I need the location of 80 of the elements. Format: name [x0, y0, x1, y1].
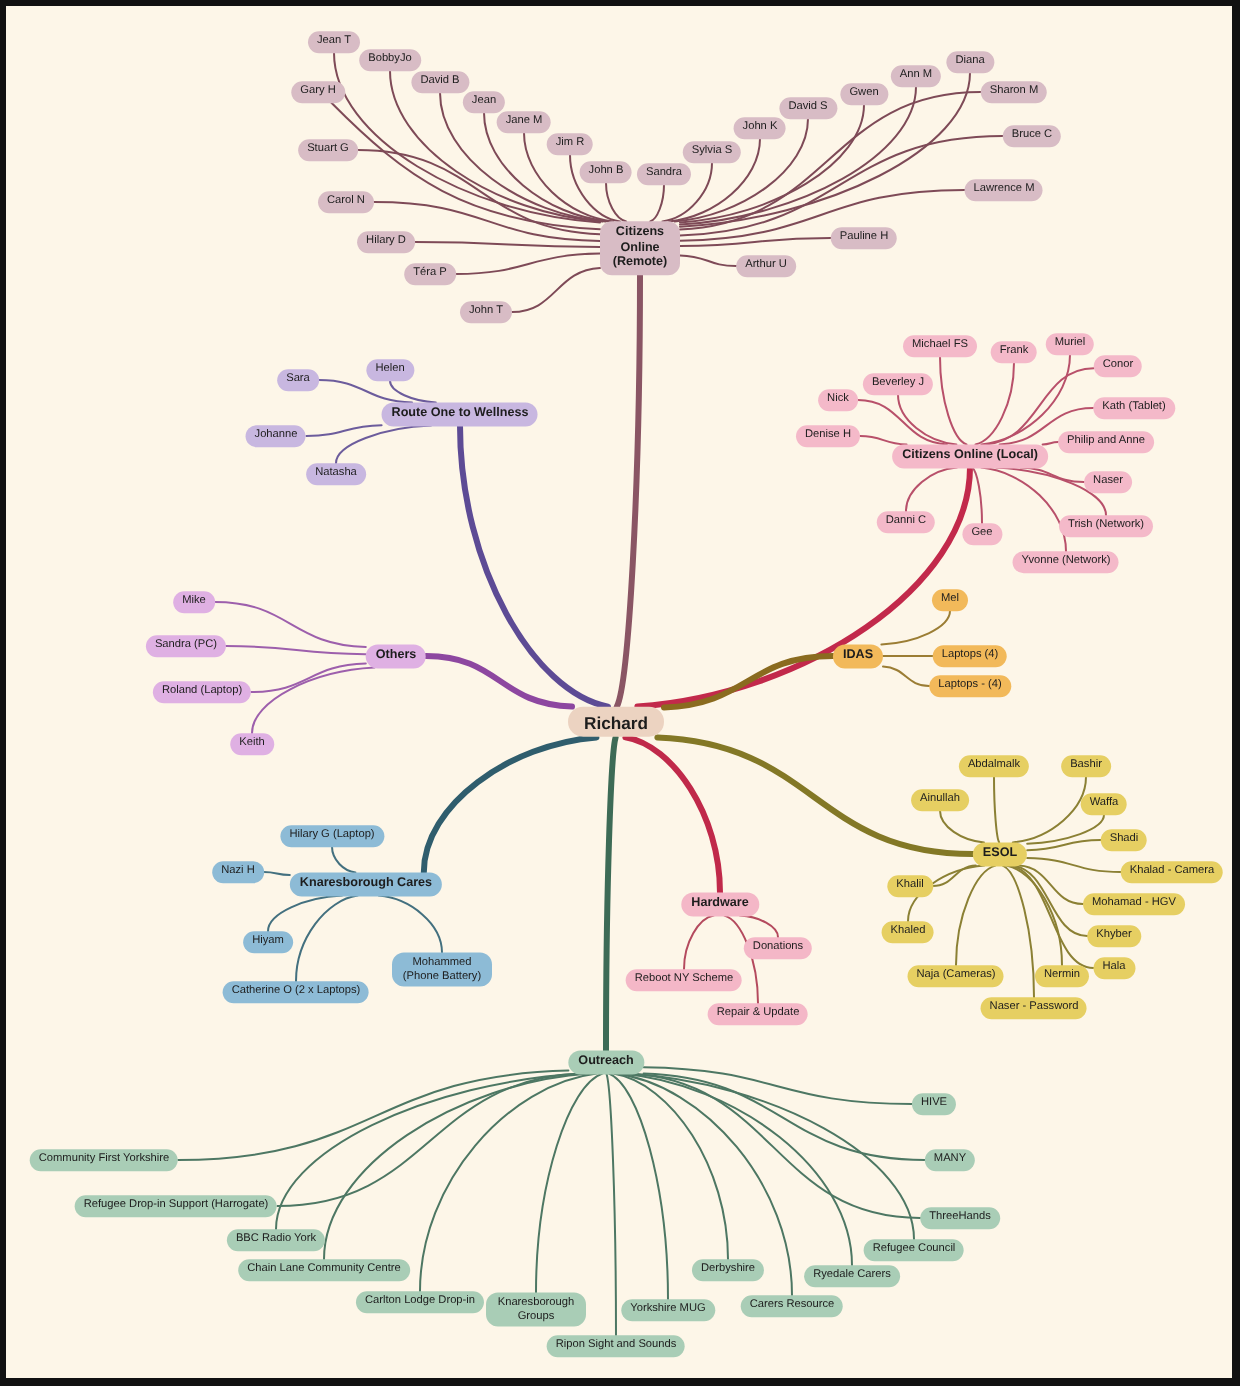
connector-line — [907, 864, 986, 923]
connector-line — [882, 655, 934, 657]
connector-line — [413, 241, 601, 248]
connector-line — [511, 267, 601, 313]
connector-line — [668, 137, 761, 223]
connector-line — [333, 51, 601, 224]
connector-line — [225, 645, 367, 656]
connector-line — [993, 775, 1001, 844]
connector-line — [673, 117, 809, 223]
connector-line — [679, 189, 966, 242]
connector-line — [642, 1072, 926, 1161]
connector-line — [679, 103, 865, 224]
branch-line — [613, 271, 643, 710]
connector-line — [262, 871, 291, 876]
connector-line — [612, 1072, 729, 1261]
branch-line — [423, 653, 575, 710]
connector-line — [679, 135, 1004, 237]
branch-line — [661, 653, 836, 711]
connector-line — [679, 71, 971, 228]
branch-line — [603, 734, 619, 1054]
connector-line — [1041, 441, 1060, 446]
connector-line — [1001, 864, 1035, 999]
connector-line — [213, 601, 367, 648]
connector-line — [389, 69, 604, 223]
connector-line — [880, 609, 951, 646]
connector-line — [897, 393, 958, 446]
branch-line — [654, 734, 976, 857]
connector-line — [955, 864, 997, 967]
connector-line — [642, 1066, 913, 1105]
branch-line — [420, 734, 600, 876]
connector-line — [605, 1072, 617, 1337]
connector-line — [939, 809, 985, 844]
branch-line — [622, 734, 723, 896]
connector-line — [931, 864, 977, 887]
connector-line — [535, 1072, 604, 1294]
connector-line — [649, 183, 665, 223]
connector-line — [331, 845, 357, 874]
connector-line — [679, 91, 982, 231]
connector-line — [683, 914, 715, 971]
connector-line — [974, 361, 1015, 446]
branch-line — [457, 422, 611, 710]
connector-line — [605, 181, 628, 223]
connector-line — [1018, 864, 1084, 905]
central-topic: Richard — [568, 706, 664, 738]
connector-line — [295, 894, 359, 983]
connector-line — [971, 466, 983, 525]
connector-line — [251, 666, 376, 735]
connector-line — [614, 1072, 793, 1297]
connector-line — [419, 1072, 598, 1293]
connector-line — [679, 254, 738, 267]
connector-line — [679, 85, 917, 226]
connector-line — [523, 131, 615, 223]
connector-line — [1011, 775, 1087, 844]
connector-line — [439, 91, 607, 223]
connector-line — [998, 407, 1095, 446]
connector-line — [330, 101, 601, 231]
connector-line — [661, 161, 713, 223]
connector-line — [250, 662, 367, 693]
connector-line — [856, 399, 948, 446]
connector-line — [939, 355, 968, 446]
connector-line — [1005, 864, 1063, 967]
connector-line — [177, 1069, 570, 1161]
connector-line — [985, 367, 1095, 446]
branch-line — [634, 464, 973, 710]
connector-line — [373, 201, 601, 242]
connector-line — [305, 424, 383, 437]
connector-line — [1026, 813, 1105, 845]
connector-line — [1026, 839, 1102, 852]
connector-line — [882, 665, 931, 687]
connector-line — [454, 252, 601, 275]
connector-line — [608, 1072, 669, 1301]
connector-line — [483, 111, 611, 223]
connector-line — [389, 379, 437, 404]
connector-line — [859, 435, 908, 446]
connector-line — [1026, 857, 1122, 873]
connector-line — [356, 149, 601, 236]
connector-line — [679, 237, 832, 247]
connector-line — [980, 353, 1071, 446]
connector-line — [317, 379, 413, 404]
connector-line — [569, 153, 621, 223]
